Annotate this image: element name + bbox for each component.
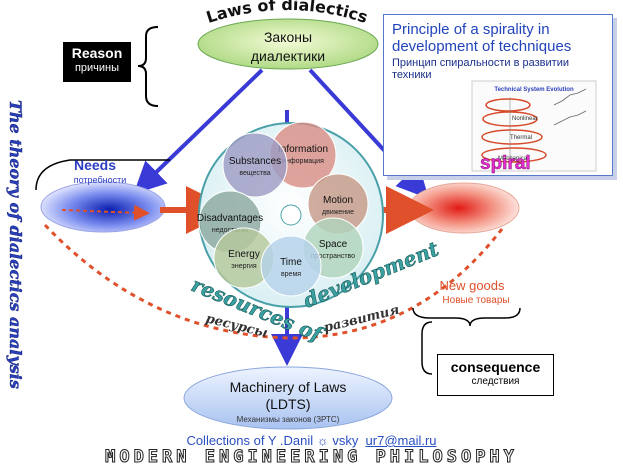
resource-label-energy: Energy [228,249,260,260]
consequence-en: consequence [450,359,541,375]
resource-label-disadvantages: Disadvantages [197,213,263,224]
arrow-to-needs [133,68,264,195]
footer-banner: MODERN ENGINEERING PHILOSOPHY [105,447,518,467]
consequence-bracket [421,321,433,375]
needs-bracket-line [35,159,170,191]
laws-ellipse [197,18,379,70]
resources-core [280,204,302,226]
machinery-line2: (LDTS) [265,396,310,412]
resource-label-substances: Substances [229,156,281,167]
credit-text-end: vsky [332,433,359,448]
reason-en: Reason [71,45,123,61]
spiral-ring-4 [485,98,531,112]
spiral-inset-frame [471,80,597,172]
reason-bracket [137,26,159,107]
spiral-inset-curve-2 [553,110,587,126]
spiral-inset-curve-1 [553,88,587,106]
spiral-panel-title: Principle of a spirality in development … [392,21,572,55]
dotted-cycle-curve [43,223,507,340]
resource-bubble-time [260,235,322,297]
machinery-ru: Механизмы законов (ЗРТС) [237,415,340,424]
spiral-inset-label-2: Thermal [510,135,532,141]
resource-label-ru-energy: энергия [231,263,257,270]
resource-label-time: Time [280,257,302,268]
spiral-inset: Technical System Evolution Nonlinear The… [471,80,597,174]
credit-text: Collections of Y .Danil [186,433,314,448]
goods-ellipse [408,182,520,234]
resource-bubble-substances [222,132,288,198]
new-goods-en: New goods [439,278,505,293]
spiral-panel-subtitle: Принцип спиральности в развитии техники [392,57,569,81]
title-ru-line1: Законы [264,29,312,45]
email-link[interactable]: ur7@mail.ru [365,433,437,448]
needs-en: Needs [74,157,116,173]
machinery-line1: Machinery of Laws [230,379,347,395]
spiral-ring-1 [481,147,547,163]
new-goods-ru: Новые товары [442,295,509,306]
resource-label-space: Space [319,239,348,250]
spiral-inset-label-3: Mechanical [498,156,528,162]
spiral-inset-label-1: Nonlinear [512,116,538,122]
development-caption-ru: развития [322,303,401,336]
goods-brace [412,307,521,327]
resource-label-information: Information [278,144,328,155]
machinery-ellipse [183,366,393,430]
spiral-inset-title: Technical System Evolution [494,87,574,93]
consequence-ru: следствия [471,376,520,387]
reason-ru: причины [74,62,120,74]
spiral-ring-2 [481,129,543,145]
title-ru-line2: диалектики [251,48,325,64]
needs-ellipse [40,181,166,233]
credit-symbol: ☼ [316,433,329,448]
resource-label-motion: Motion [323,195,353,206]
footer-credit: Collections of Y .Danil ☼ vsky ur7@mail.… [0,433,623,448]
reason-box: Reason причины [63,42,131,82]
spiral-panel: Principle of a spirality in development … [383,14,613,176]
spiral-word: spiral [480,153,531,174]
resource-label-ru-information: информация [282,158,324,165]
dotted-needs-arrow [61,204,150,221]
side-label: The theory of dialectics analysis [6,100,25,389]
needs-ru: потребности [74,175,127,185]
resource-label-ru-space: пространство [311,253,355,260]
resource-label-ru-disadvantages: недостатки [212,227,248,234]
resource-label-ru-motion: движение [322,209,354,216]
consequence-box: consequence следствия [437,354,554,396]
resource-label-ru-time: время [281,271,301,278]
resource-label-ru-substances: вещества [239,170,270,177]
